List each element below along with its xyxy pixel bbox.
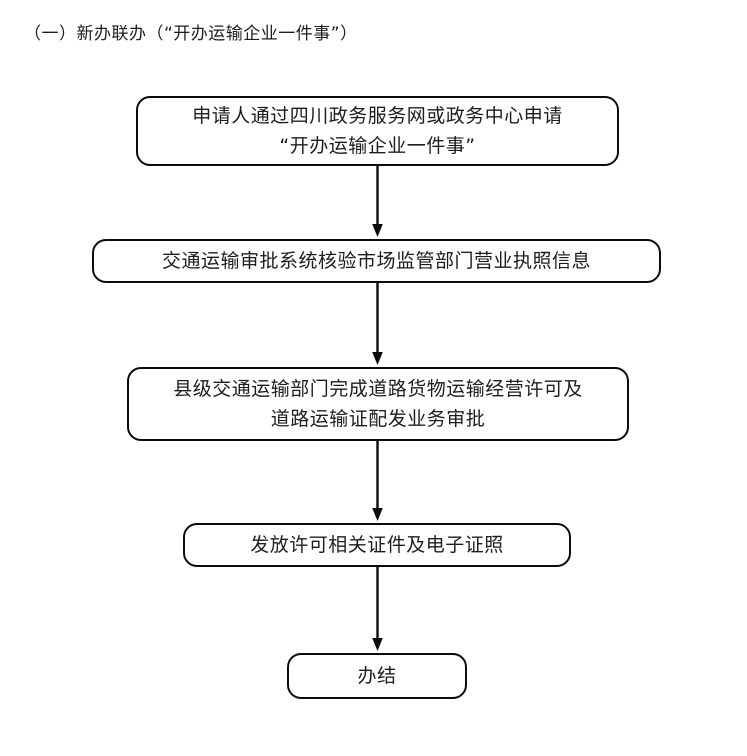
flow-node-verify-label: 交通运输审批系统核验市场监管部门营业执照信息 bbox=[161, 250, 591, 272]
flow-connector-verify-to-approve bbox=[370, 283, 385, 367]
flow-connector-approve-to-issue bbox=[370, 441, 385, 523]
flow-node-apply: 申请人通过四川政务服务网或政务中心申请 “开办运输企业一件事” bbox=[136, 96, 619, 166]
flow-node-done-label: 办结 bbox=[357, 665, 397, 687]
flow-node-done: 办结 bbox=[287, 653, 467, 699]
flow-node-approve: 县级交通运输部门完成道路货物运输经营许可及 道路运输证配发业务审批 bbox=[127, 367, 629, 441]
flow-node-issue: 发放许可相关证件及电子证照 bbox=[183, 523, 571, 567]
flow-node-approve-label: 县级交通运输部门完成道路货物运输经营许可及 道路运输证配发业务审批 bbox=[173, 378, 583, 430]
flow-node-issue-label: 发放许可相关证件及电子证照 bbox=[250, 534, 504, 556]
flow-node-verify: 交通运输审批系统核验市场监管部门营业执照信息 bbox=[92, 239, 661, 283]
flow-connector-issue-to-done bbox=[370, 567, 385, 653]
section-heading: （一）新办联办（“开办运输企业一件事”） bbox=[24, 24, 358, 44]
flow-connector-apply-to-verify bbox=[370, 166, 385, 239]
flow-node-apply-label: 申请人通过四川政务服务网或政务中心申请 “开办运输企业一件事” bbox=[192, 105, 563, 157]
